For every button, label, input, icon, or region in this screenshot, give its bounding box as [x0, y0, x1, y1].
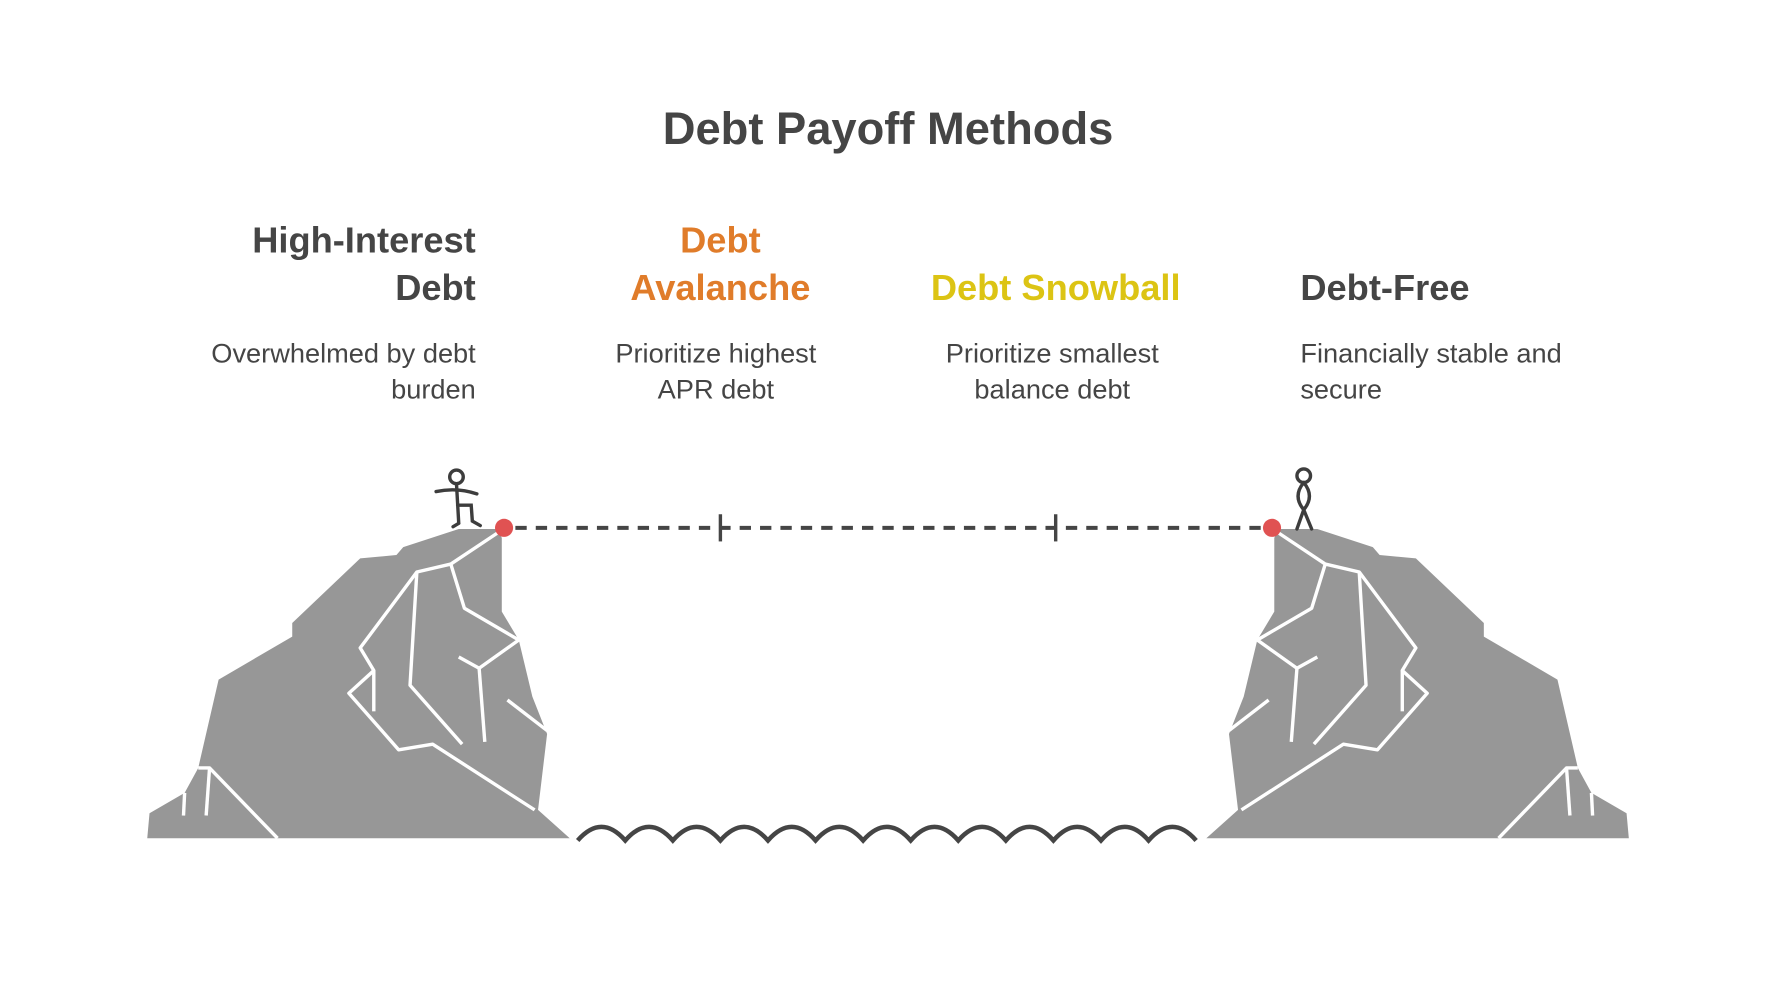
- heading-line: Avalanche: [630, 267, 811, 309]
- standing-person-icon: [1295, 467, 1314, 531]
- stage-desc-avalanche: Prioritize highest APR debt: [580, 336, 852, 408]
- stage-heading-avalanche: Debt Avalanche: [607, 216, 834, 311]
- water-waves: [575, 824, 1198, 844]
- end-marker: [1262, 518, 1282, 537]
- desc-line: burden: [391, 374, 476, 406]
- left-cliff: [147, 528, 570, 840]
- right-cliff: [1204, 527, 1631, 840]
- desc-line: balance debt: [974, 374, 1131, 406]
- desc-line: APR debt: [657, 374, 775, 406]
- stage-desc-debt-free: Financially stable and secure: [1300, 336, 1561, 408]
- stage-desc-snowball: Prioritize smallest balance debt: [905, 336, 1200, 408]
- desc-line: Financially stable and: [1300, 338, 1562, 370]
- page-title: Debt Payoff Methods: [662, 104, 1114, 155]
- desc-line: Prioritize highest: [615, 338, 817, 370]
- desc-line: Prioritize smallest: [945, 338, 1159, 370]
- start-marker: [494, 518, 514, 537]
- heading-line: High-Interest: [252, 219, 476, 261]
- stage-heading-high-interest: High-Interest Debt: [252, 216, 476, 311]
- heading-line: Debt: [680, 219, 761, 261]
- desc-line: Overwhelmed by debt: [211, 338, 476, 370]
- stage-desc-high-interest: Overwhelmed by debt burden: [211, 336, 475, 408]
- heading-line: Debt: [395, 267, 476, 309]
- desc-line: secure: [1300, 374, 1382, 406]
- stage-heading-debt-free: Debt-Free: [1300, 267, 1470, 309]
- stage-heading-snowball: Debt Snowball: [930, 267, 1181, 309]
- struggling-person-icon: [434, 468, 482, 529]
